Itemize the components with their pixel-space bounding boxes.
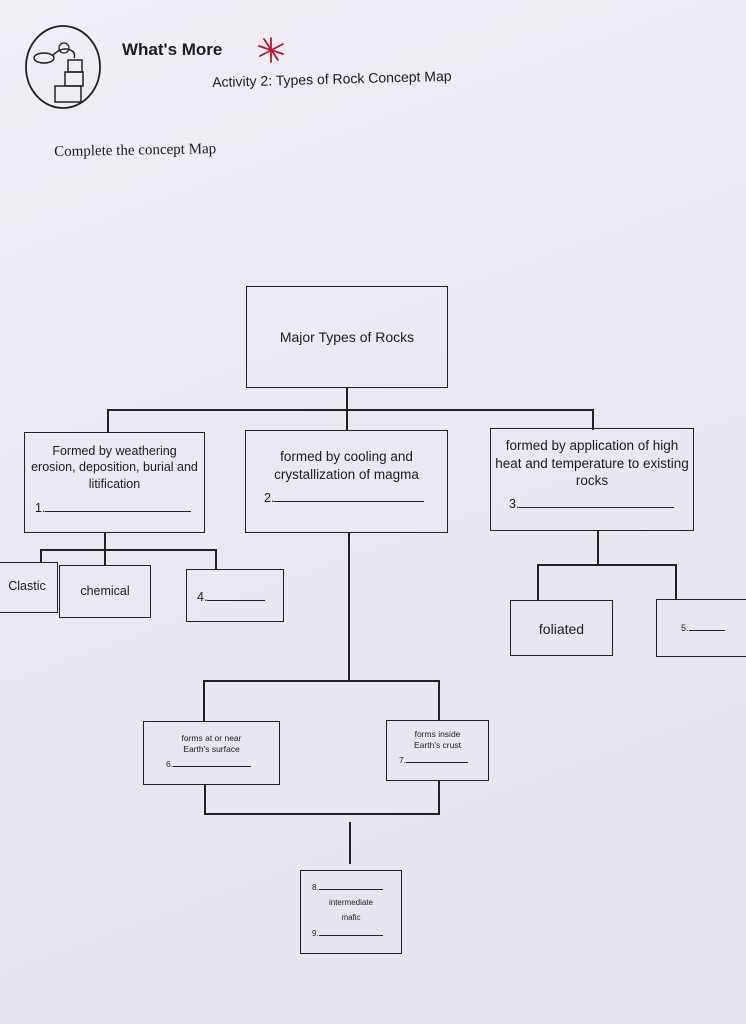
answer-blank-6[interactable]	[173, 760, 252, 767]
connector	[438, 781, 440, 814]
intrusive-description: forms inside Earth's crust	[414, 729, 461, 751]
composition-item-mafic: mafic	[341, 913, 361, 923]
sedimentary-type-4-node: 4.	[186, 569, 284, 622]
extrusive-description: forms at or near Earth's surface	[181, 733, 242, 755]
clastic-label: Clastic	[8, 579, 46, 593]
extrusive-node: forms at or near Earth's surface 6.	[143, 721, 280, 785]
connector	[203, 680, 205, 722]
blank-1-label: 1.	[35, 500, 46, 515]
section-title: What's More	[122, 40, 223, 59]
blank-2-label: 2.	[264, 491, 275, 506]
composition-item-intermediate: intermediate	[328, 898, 374, 908]
connector	[592, 409, 594, 430]
answer-blank-8[interactable]	[318, 884, 383, 890]
root-label: Major Types of Rocks	[279, 329, 415, 345]
sedimentary-node: Formed by weathering erosion, deposition…	[24, 432, 205, 533]
connector	[107, 409, 594, 411]
chemical-label: chemical	[80, 584, 130, 598]
composition-node: 8. intermediate mafic 9.	[300, 870, 402, 954]
answer-blank-1[interactable]	[45, 501, 192, 512]
connector	[40, 549, 42, 563]
connector	[107, 409, 109, 432]
blank-5-label: 5.	[681, 623, 689, 633]
clastic-node: Clastic	[0, 562, 58, 613]
answer-blank-3[interactable]	[519, 497, 675, 508]
star-icon	[256, 36, 286, 69]
connector	[349, 822, 351, 864]
connector	[346, 388, 348, 410]
metamorphic-node: formed by application of high heat and t…	[490, 428, 694, 531]
connector	[104, 533, 106, 550]
foliated-node: foliated	[510, 600, 613, 656]
foliated-label: foliated	[538, 621, 585, 637]
answer-blank-2[interactable]	[274, 491, 425, 503]
connector	[203, 680, 439, 682]
connector	[215, 549, 217, 569]
connector	[675, 564, 677, 600]
connector	[438, 680, 440, 721]
connector	[40, 549, 216, 551]
blank-6-label: 6.	[166, 758, 174, 769]
igneous-description: formed by cooling and crystallization of…	[274, 449, 419, 482]
answer-blank-9[interactable]	[318, 930, 383, 936]
connector	[537, 564, 539, 600]
blank-8-label: 8.	[312, 883, 319, 892]
connector	[104, 549, 106, 565]
connector	[204, 813, 440, 815]
connector	[597, 531, 599, 565]
intrusive-node: forms inside Earth's crust 7.	[386, 720, 489, 781]
activity-logo-icon	[24, 24, 102, 110]
blank-7-label: 7.	[399, 754, 407, 765]
metamorphic-type-5-node: 5.	[656, 599, 746, 657]
root-node: Major Types of Rocks	[246, 286, 448, 388]
chemical-node: chemical	[59, 565, 151, 618]
blank-4-label: 4.	[197, 590, 208, 604]
igneous-node: formed by cooling and crystallization of…	[245, 430, 448, 533]
activity-subtitle: Activity 2: Types of Rock Concept Map	[212, 67, 452, 90]
connector	[204, 785, 206, 814]
blank-3-label: 3.	[509, 496, 520, 511]
sedimentary-description: Formed by weathering erosion, deposition…	[31, 444, 198, 491]
connector	[346, 409, 348, 431]
answer-blank-4[interactable]	[207, 590, 266, 601]
answer-blank-5[interactable]	[688, 624, 725, 631]
connector	[537, 564, 677, 566]
connector	[348, 533, 350, 681]
blank-9-label: 9.	[312, 928, 319, 938]
answer-blank-7[interactable]	[406, 756, 469, 763]
metamorphic-description: formed by application of high heat and t…	[495, 438, 689, 489]
instructions: Complete the concept Map	[54, 141, 217, 160]
